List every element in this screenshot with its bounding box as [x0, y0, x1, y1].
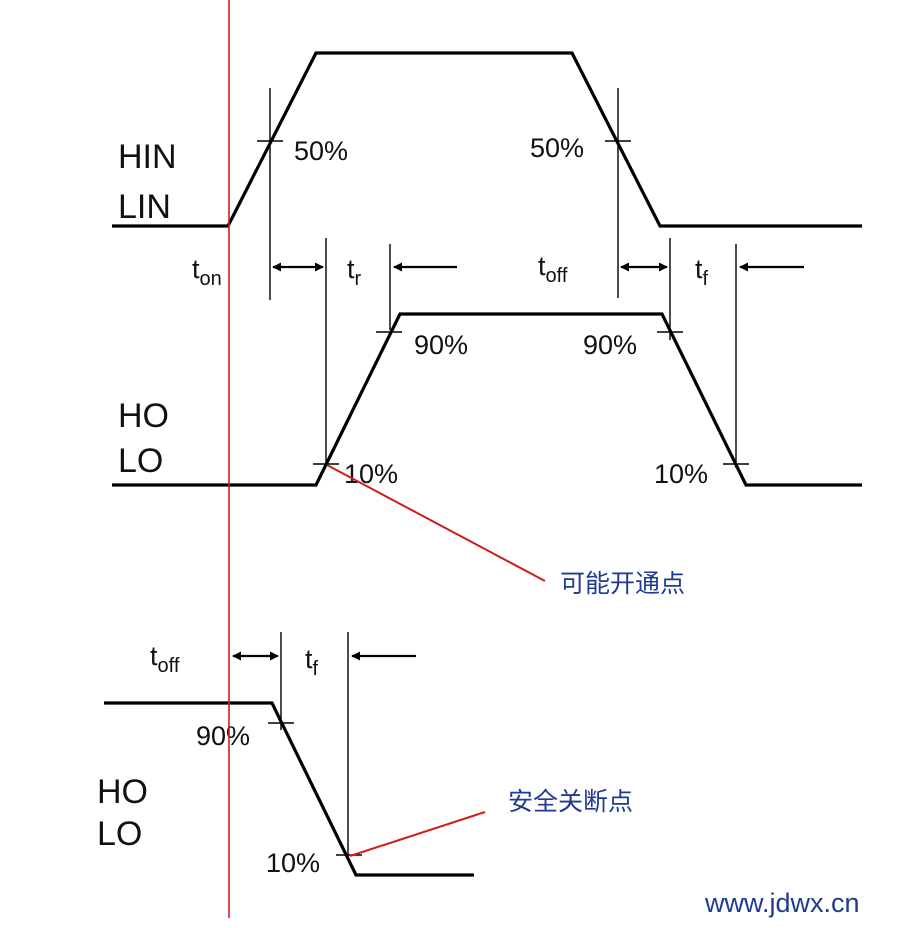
- rise-10-label: 10%: [344, 459, 398, 489]
- ho-label-bottom: HO: [97, 773, 148, 811]
- safe-turn-off-label: 安全关断点: [508, 787, 633, 816]
- bottom-ho-lo-waveform: [104, 701, 474, 877]
- watermark: www.jdwx.cn: [704, 888, 860, 918]
- fall-10-label: 10%: [654, 459, 708, 489]
- fall-90-label: 90%: [583, 330, 637, 360]
- ho-label-middle: HO: [118, 397, 169, 435]
- bottom-t-off-label: toff: [150, 641, 180, 677]
- bottom-fall-10-label: 10%: [266, 848, 320, 878]
- bottom-t-f-label: tf: [305, 644, 319, 680]
- bottom-fall-90-label: 90%: [196, 721, 250, 751]
- safe-turn-off-pointer: [349, 811, 486, 857]
- lin-label: LIN: [118, 188, 171, 226]
- t-f-label: tf: [695, 254, 709, 290]
- lo-label-middle: LO: [118, 442, 163, 480]
- hin-lin-waveform: [112, 51, 862, 228]
- t-r-label: tr: [347, 254, 362, 290]
- rise-50-label: 50%: [294, 136, 348, 166]
- possible-turn-on-label: 可能开通点: [560, 569, 685, 598]
- rise-90-label: 90%: [414, 330, 468, 360]
- t-off-label: toff: [538, 251, 568, 287]
- ho-lo-waveform: [112, 312, 862, 487]
- hin-label: HIN: [118, 138, 177, 176]
- lo-label-bottom: LO: [97, 815, 142, 853]
- t-on-label: ton: [192, 254, 222, 290]
- fall-50-label: 50%: [530, 133, 584, 163]
- possible-turn-on-pointer: [326, 464, 546, 582]
